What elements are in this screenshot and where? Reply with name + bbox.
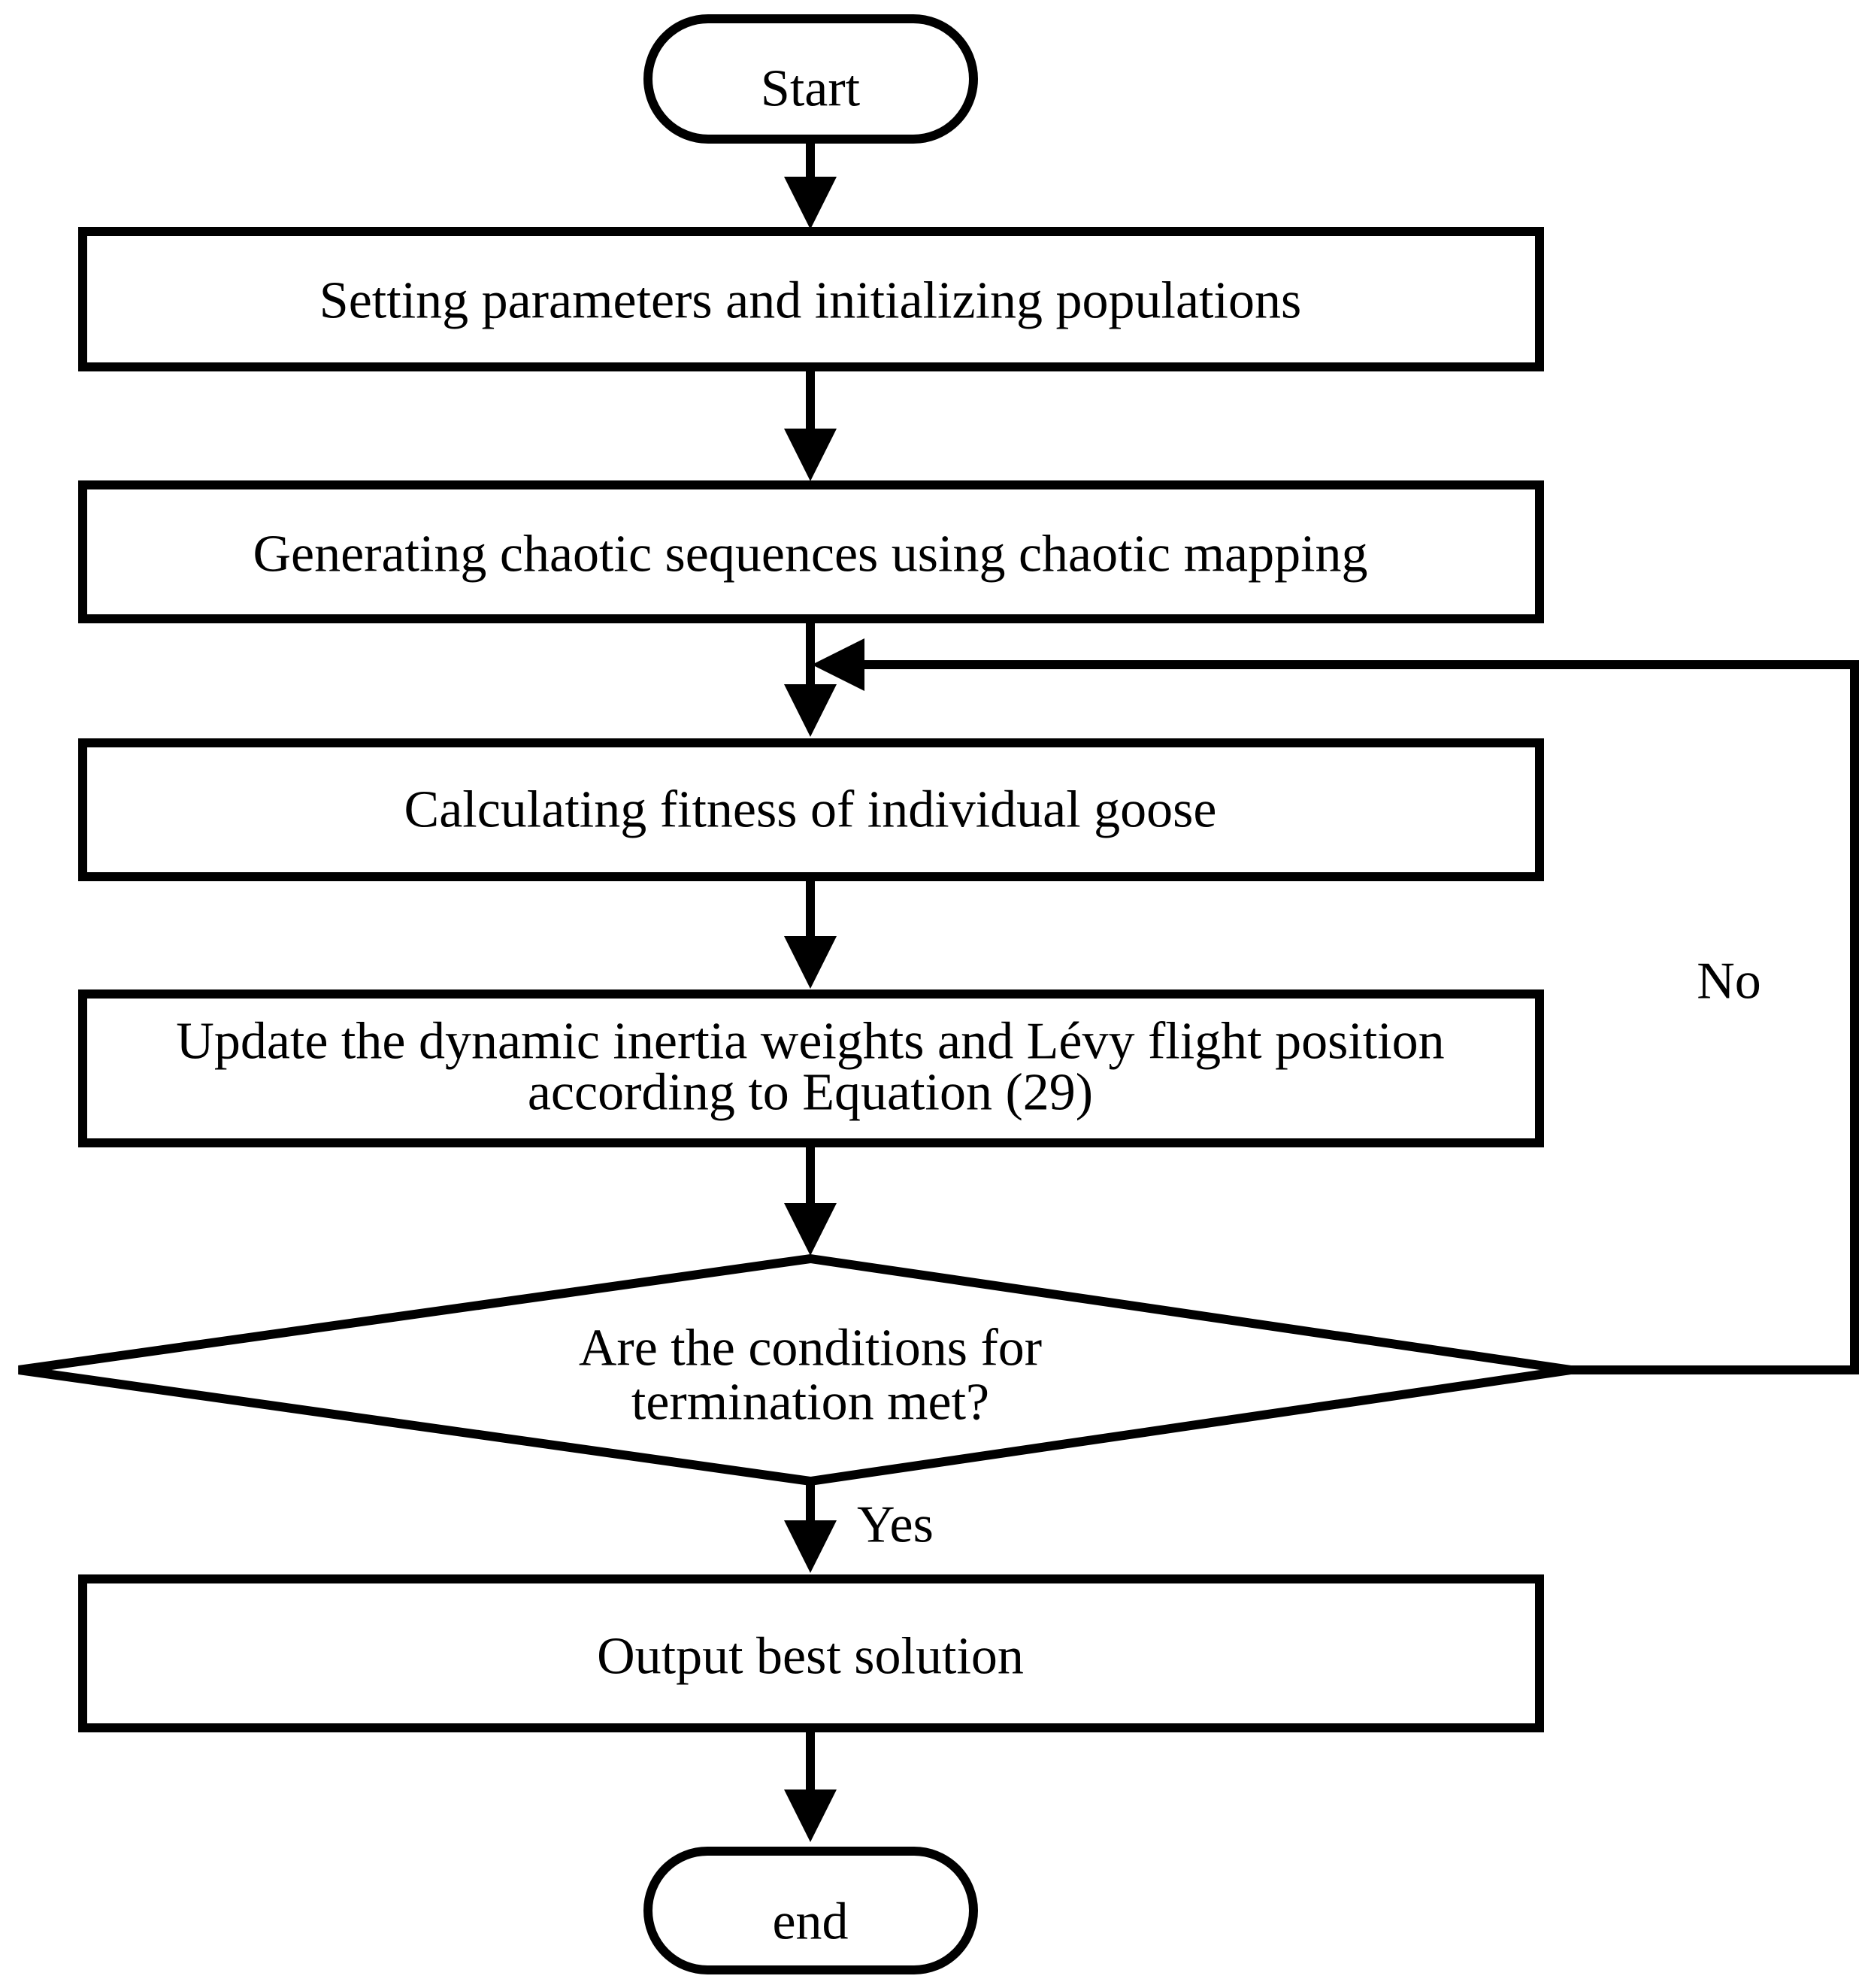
output-process-box xyxy=(78,1574,1544,1732)
yes-label: Yes xyxy=(857,1496,934,1554)
arrow-output-to-end xyxy=(784,1728,837,1842)
arrow-chaotic-to-fitness xyxy=(784,619,837,737)
arrow-start-to-init xyxy=(784,139,837,229)
arrow-init-to-chaotic xyxy=(784,367,837,481)
start-label: Start xyxy=(761,60,861,118)
init-process-label: Setting parameters and initializing popu… xyxy=(319,272,1301,330)
fitness-process-box xyxy=(78,738,1544,881)
update-process-label-line1: Update the dynamic inertia weights and L… xyxy=(176,1013,1444,1071)
init-process-box xyxy=(78,227,1544,371)
arrow-no-loop xyxy=(812,638,1859,1374)
update-process-label-line2: according to Equation (29) xyxy=(528,1064,1093,1122)
chaotic-process-label: Generating chaotic sequences using chaot… xyxy=(253,526,1367,583)
output-process-label: Output best solution xyxy=(597,1628,1024,1686)
decision-label-line2: termination met? xyxy=(631,1374,989,1432)
arrow-fitness-to-update xyxy=(784,877,837,989)
end-terminator xyxy=(643,1847,978,1974)
arrow-decision-to-output xyxy=(784,1481,837,1573)
decision-label-line1: Are the conditions for xyxy=(579,1320,1042,1377)
end-label: end xyxy=(772,1893,848,1951)
no-label: No xyxy=(1697,953,1761,1011)
arrow-update-to-decision xyxy=(784,1143,837,1256)
fitness-process-label: Calculating fitness of individual goose xyxy=(404,781,1217,839)
